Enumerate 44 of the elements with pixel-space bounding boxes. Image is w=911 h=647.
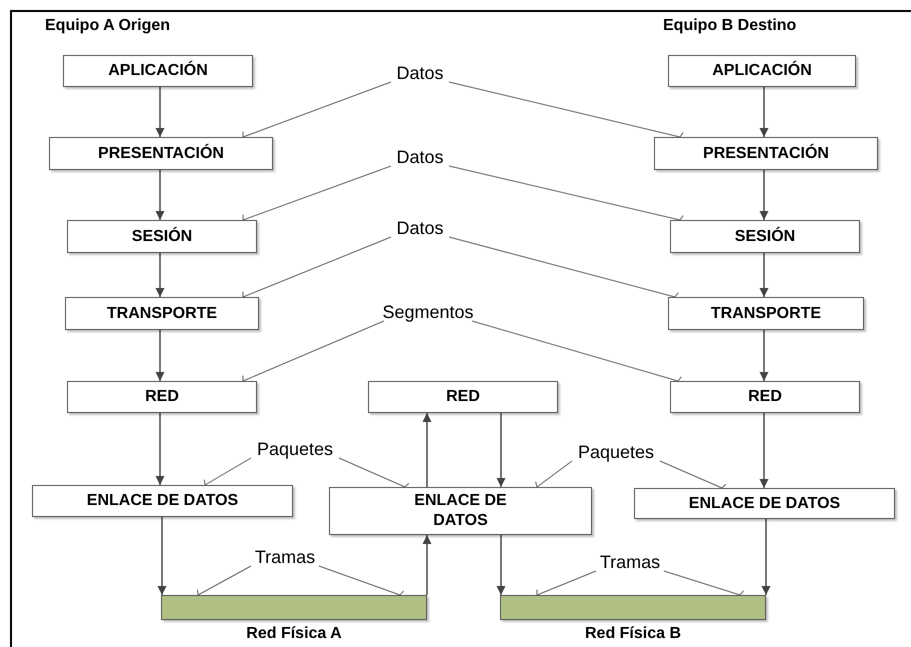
data-unit-label: Tramas xyxy=(590,550,670,574)
data-unit-label: Segmentos xyxy=(378,300,478,324)
data-unit-label: Paquetes xyxy=(566,440,666,464)
layer-box: ENLACE DE DATOS xyxy=(634,488,895,519)
data-unit-label: Tramas xyxy=(245,545,325,569)
network-label: Red Física A xyxy=(245,624,343,644)
layer-box: ENLACE DE DATOS xyxy=(329,487,592,535)
column-heading: Equipo B Destino xyxy=(663,16,796,36)
arrow xyxy=(760,87,768,137)
arrow xyxy=(760,253,768,297)
data-unit-label: Paquetes xyxy=(245,437,345,461)
arrow xyxy=(496,413,506,487)
layer-box: APLICACIÓN xyxy=(63,55,253,87)
arrow xyxy=(496,535,506,595)
layer-box: TRANSPORTE xyxy=(65,297,259,330)
network-bar xyxy=(161,595,427,620)
arrow xyxy=(760,330,768,381)
layer-box: RED xyxy=(670,381,860,413)
arrow xyxy=(158,517,166,595)
arrow xyxy=(156,87,164,137)
data-unit-label: Datos xyxy=(385,216,455,240)
layer-box: RED xyxy=(67,381,257,413)
arrow xyxy=(762,519,770,595)
arrow xyxy=(422,535,432,595)
arrow xyxy=(422,413,432,487)
data-unit-label: Datos xyxy=(385,145,455,169)
layer-box: RED xyxy=(368,381,558,413)
network-bar xyxy=(500,595,766,620)
arrow xyxy=(156,330,164,381)
arrow xyxy=(760,170,768,220)
layer-box: ENLACE DE DATOS xyxy=(32,485,293,517)
data-unit-label: Datos xyxy=(385,61,455,85)
layer-box: SESIÓN xyxy=(67,220,257,253)
arrow xyxy=(156,413,164,485)
arrow xyxy=(760,413,768,488)
column-heading: Equipo A Origen xyxy=(45,16,170,36)
layer-box: APLICACIÓN xyxy=(668,55,856,87)
arrow xyxy=(156,170,164,220)
layer-box: PRESENTACIÓN xyxy=(49,137,273,170)
layer-box: SESIÓN xyxy=(670,220,860,253)
layer-box: PRESENTACIÓN xyxy=(654,137,878,170)
network-label: Red Física B xyxy=(584,624,682,644)
layer-box: TRANSPORTE xyxy=(668,297,864,330)
arrow xyxy=(156,253,164,297)
